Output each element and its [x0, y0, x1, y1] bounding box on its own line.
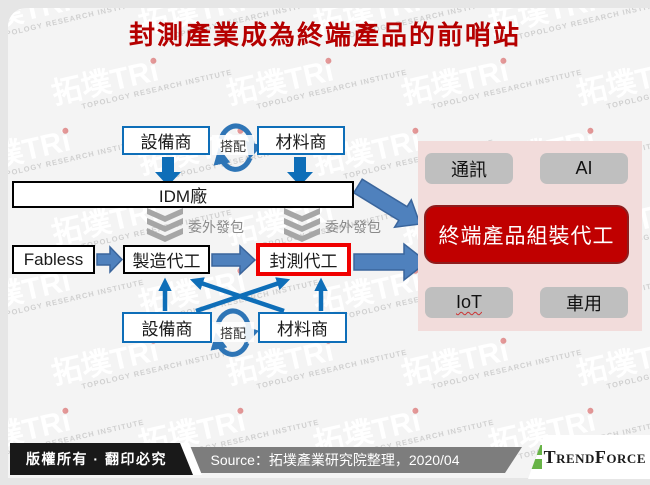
osat-label: 封測代工	[269, 252, 338, 271]
outsourcing-label-right: 委外發包	[325, 217, 381, 237]
source-text: Source：拓墣產業研究院整理，2020/04	[210, 452, 460, 468]
foundry-label: 製造代工	[132, 252, 201, 271]
chip-ai-label: AI	[575, 158, 593, 178]
pairing-label-top-text: 搭配	[219, 138, 246, 154]
chip-automotive-label: 車用	[566, 293, 602, 314]
supplier-cross-arrows	[158, 277, 328, 314]
material-vendor-top-label: 材料商	[275, 133, 327, 152]
chip-ai: AI	[540, 153, 628, 184]
equipment-vendor-top-label: 設備商	[140, 133, 192, 152]
fabless-node: Fabless	[12, 245, 95, 274]
chip-communications: 通訊	[425, 153, 513, 184]
outsourcing-label-right-text: 委外發包	[325, 219, 381, 235]
pairing-label-bottom-text: 搭配	[219, 325, 246, 341]
pairing-label-top: 搭配	[212, 135, 254, 155]
assembly-node: 終端產品組裝代工	[424, 205, 629, 264]
chip-iot-label: IoT	[455, 292, 482, 312]
source-bar: Source：拓墣產業研究院整理，2020/04	[148, 447, 522, 473]
assembly-label: 終端產品組裝代工	[438, 224, 615, 248]
equipment-vendor-bottom-node: 設備商	[122, 312, 212, 343]
trendforce-wordmark: TrendForce	[543, 446, 646, 467]
chip-automotive: 車用	[540, 287, 628, 318]
chip-communications-label: 通訊	[451, 159, 487, 180]
trendforce-logo-area: TrendForce	[528, 435, 650, 479]
osat-node: 封測代工	[256, 243, 351, 276]
page-title: 封測產業成為終端產品的前哨站	[128, 21, 521, 51]
idm-label: IDM廠	[158, 187, 208, 206]
copyright-bar: 版權所有 · 翻印必究	[10, 443, 193, 475]
arrow-foundry-to-osat	[211, 244, 257, 276]
material-vendor-bottom-node: 材料商	[258, 312, 347, 343]
outsourcing-chevrons-left	[147, 208, 183, 242]
outsourcing-label-left-text: 委外發包	[188, 219, 244, 235]
arrow-fabless-to-foundry	[96, 245, 124, 274]
outsourcing-label-left: 委外發包	[188, 217, 244, 237]
idm-node: IDM廠	[12, 181, 354, 208]
outsourcing-chevrons-right	[284, 208, 320, 242]
pairing-label-bottom: 搭配	[212, 322, 254, 342]
arrow-osat-to-assembly	[353, 242, 429, 282]
equipment-vendor-top-node: 設備商	[122, 126, 210, 155]
equipment-vendor-bottom-label: 設備商	[141, 320, 193, 339]
copyright-text: 版權所有 · 翻印必究	[26, 451, 167, 467]
foundry-node: 製造代工	[123, 245, 210, 274]
chip-iot: IoT	[425, 287, 513, 318]
fabless-label: Fabless	[23, 249, 84, 269]
material-vendor-top-node: 材料商	[257, 126, 345, 155]
material-vendor-bottom-label: 材料商	[277, 320, 328, 339]
